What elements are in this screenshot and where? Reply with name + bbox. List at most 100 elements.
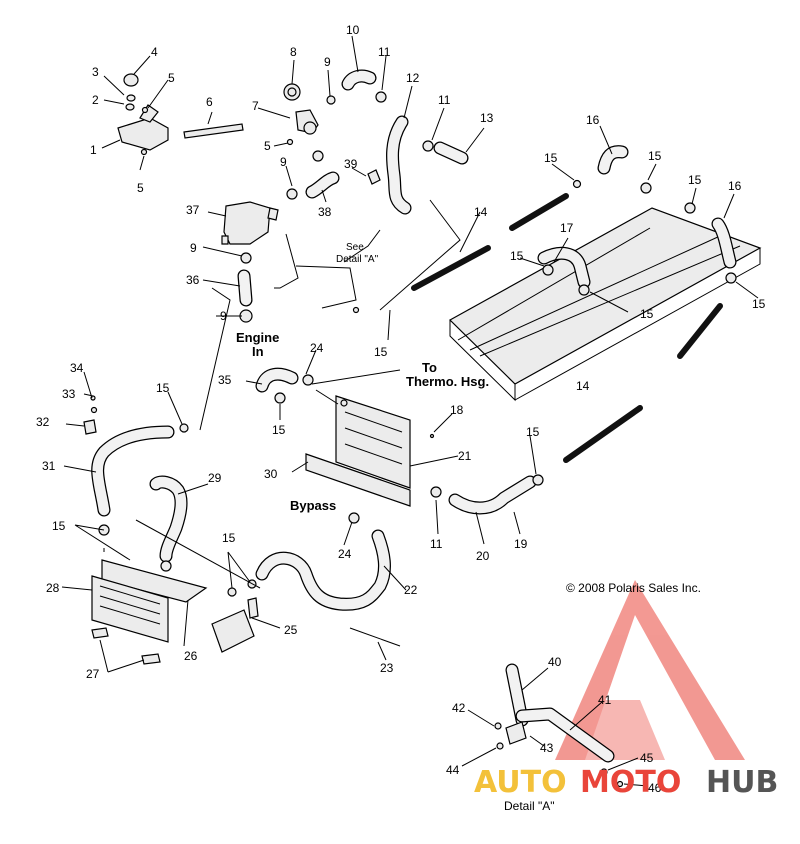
- part-12-hose: [385, 115, 412, 215]
- watermark-text: AUTO MOTO HUB: [474, 765, 778, 800]
- part-21-radiator: [335, 395, 435, 489]
- label-see-detail-1: See: [346, 242, 364, 253]
- callout-15l: 15: [222, 531, 236, 545]
- callout-46: 46: [648, 781, 662, 795]
- callout-21: 21: [458, 449, 472, 463]
- label-detail-a: Detail "A": [504, 799, 555, 813]
- detail-a-tubing: [274, 233, 360, 314]
- part-1-bracket: [117, 104, 169, 151]
- callout-31: 31: [42, 459, 56, 473]
- part-39-fitting: [367, 169, 381, 185]
- callout-10: 10: [346, 23, 360, 37]
- callout-16a: 16: [586, 113, 600, 127]
- callout-15g: 15: [374, 345, 388, 359]
- leader-lines: [61, 35, 759, 787]
- label-engine-in-1: Engine: [236, 330, 279, 345]
- callout-32: 32: [36, 415, 50, 429]
- callout-3: 3: [92, 65, 99, 79]
- callout-5c: 5: [264, 139, 271, 153]
- callout-1: 1: [90, 143, 97, 157]
- part-16-hoses: [572, 145, 737, 284]
- label-to-thermo-1: To: [422, 360, 437, 375]
- callout-34: 34: [70, 361, 84, 375]
- callout-19: 19: [514, 537, 528, 551]
- callout-17: 17: [560, 221, 574, 235]
- callout-9d: 9: [220, 309, 227, 323]
- part-28-cooler: [91, 524, 172, 665]
- callout-39: 39: [344, 157, 358, 171]
- callout-4: 4: [151, 45, 158, 59]
- callout-9b: 9: [280, 155, 287, 169]
- part-30-shroud: [305, 453, 411, 507]
- callout-15b: 15: [648, 149, 662, 163]
- text-labels: Engine In See Detail "A" To Thermo. Hsg.…: [236, 242, 701, 813]
- callout-8: 8: [290, 45, 297, 59]
- callout-15k: 15: [52, 519, 66, 533]
- label-bypass: Bypass: [290, 498, 336, 513]
- watermark-auto: AUTO: [474, 765, 567, 800]
- watermark-moto: MOTO: [580, 765, 681, 800]
- callout-37: 37: [186, 203, 200, 217]
- callout-35: 35: [218, 373, 232, 387]
- callout-33: 33: [62, 387, 76, 401]
- callout-15f: 15: [640, 307, 654, 321]
- part-14-rails: [411, 193, 723, 463]
- part-31-hose: [83, 395, 189, 517]
- watermark-hub: HUB: [706, 765, 778, 800]
- callout-23: 23: [380, 661, 394, 675]
- callout-44: 44: [446, 763, 460, 777]
- callout-38: 38: [318, 205, 332, 219]
- callout-25: 25: [284, 623, 298, 637]
- label-see-detail-2: Detail "A": [336, 254, 379, 265]
- label-engine-in-2: In: [252, 344, 264, 359]
- callout-43: 43: [540, 741, 554, 755]
- part-36-hose: [237, 269, 253, 323]
- callout-24a: 24: [310, 341, 324, 355]
- label-to-thermo-2: Thermo. Hsg.: [406, 374, 489, 389]
- part-13-connector: [422, 140, 469, 165]
- callout-5b: 5: [137, 181, 144, 195]
- part-10-elbow: [326, 69, 387, 105]
- part-38-hose: [286, 150, 340, 200]
- callout-42: 42: [452, 701, 466, 715]
- callout-11a: 11: [378, 45, 391, 59]
- callout-15j: 15: [526, 425, 540, 439]
- part-26-shroud: [101, 559, 208, 603]
- callout-11c: 11: [430, 537, 443, 551]
- part-6-tube: [183, 123, 244, 139]
- label-copyright: © 2008 Polaris Sales Inc.: [566, 581, 701, 595]
- callout-9c: 9: [190, 241, 197, 255]
- callout-15e: 15: [752, 297, 766, 311]
- callout-12: 12: [406, 71, 420, 85]
- callout-2: 2: [92, 93, 99, 107]
- detail-a-assembly: [494, 663, 624, 788]
- callout-28: 28: [46, 581, 60, 595]
- part-frame: [449, 207, 762, 402]
- callout-15d: 15: [510, 249, 524, 263]
- callout-20: 20: [476, 549, 490, 563]
- part-37-reservoir: [221, 201, 279, 264]
- part-20-hose: [430, 474, 544, 515]
- part-17-hose: [537, 246, 591, 296]
- part-35-hose: [255, 367, 314, 404]
- part-29-hose: [149, 475, 188, 563]
- callout-11b: 11: [438, 93, 451, 107]
- callout-45: 45: [640, 751, 654, 765]
- callout-numbers: 1 2 3 4 5 5 5 6 7 8 9 9 9 9 9 10 11 11 1…: [36, 23, 766, 795]
- callout-15i: 15: [156, 381, 170, 395]
- callout-6: 6: [206, 95, 213, 109]
- callout-15c: 15: [688, 173, 702, 187]
- callout-15a: 15: [544, 151, 558, 165]
- callout-16b: 16: [728, 179, 742, 193]
- callout-36: 36: [186, 273, 200, 287]
- callout-5a: 5: [168, 71, 175, 85]
- part-4-cap: [123, 73, 149, 156]
- callout-41: 41: [598, 693, 612, 707]
- callout-9a: 9: [324, 55, 331, 69]
- callout-22: 22: [404, 583, 418, 597]
- callout-15h: 15: [272, 423, 286, 437]
- callout-30: 30: [264, 467, 278, 481]
- callout-26: 26: [184, 649, 198, 663]
